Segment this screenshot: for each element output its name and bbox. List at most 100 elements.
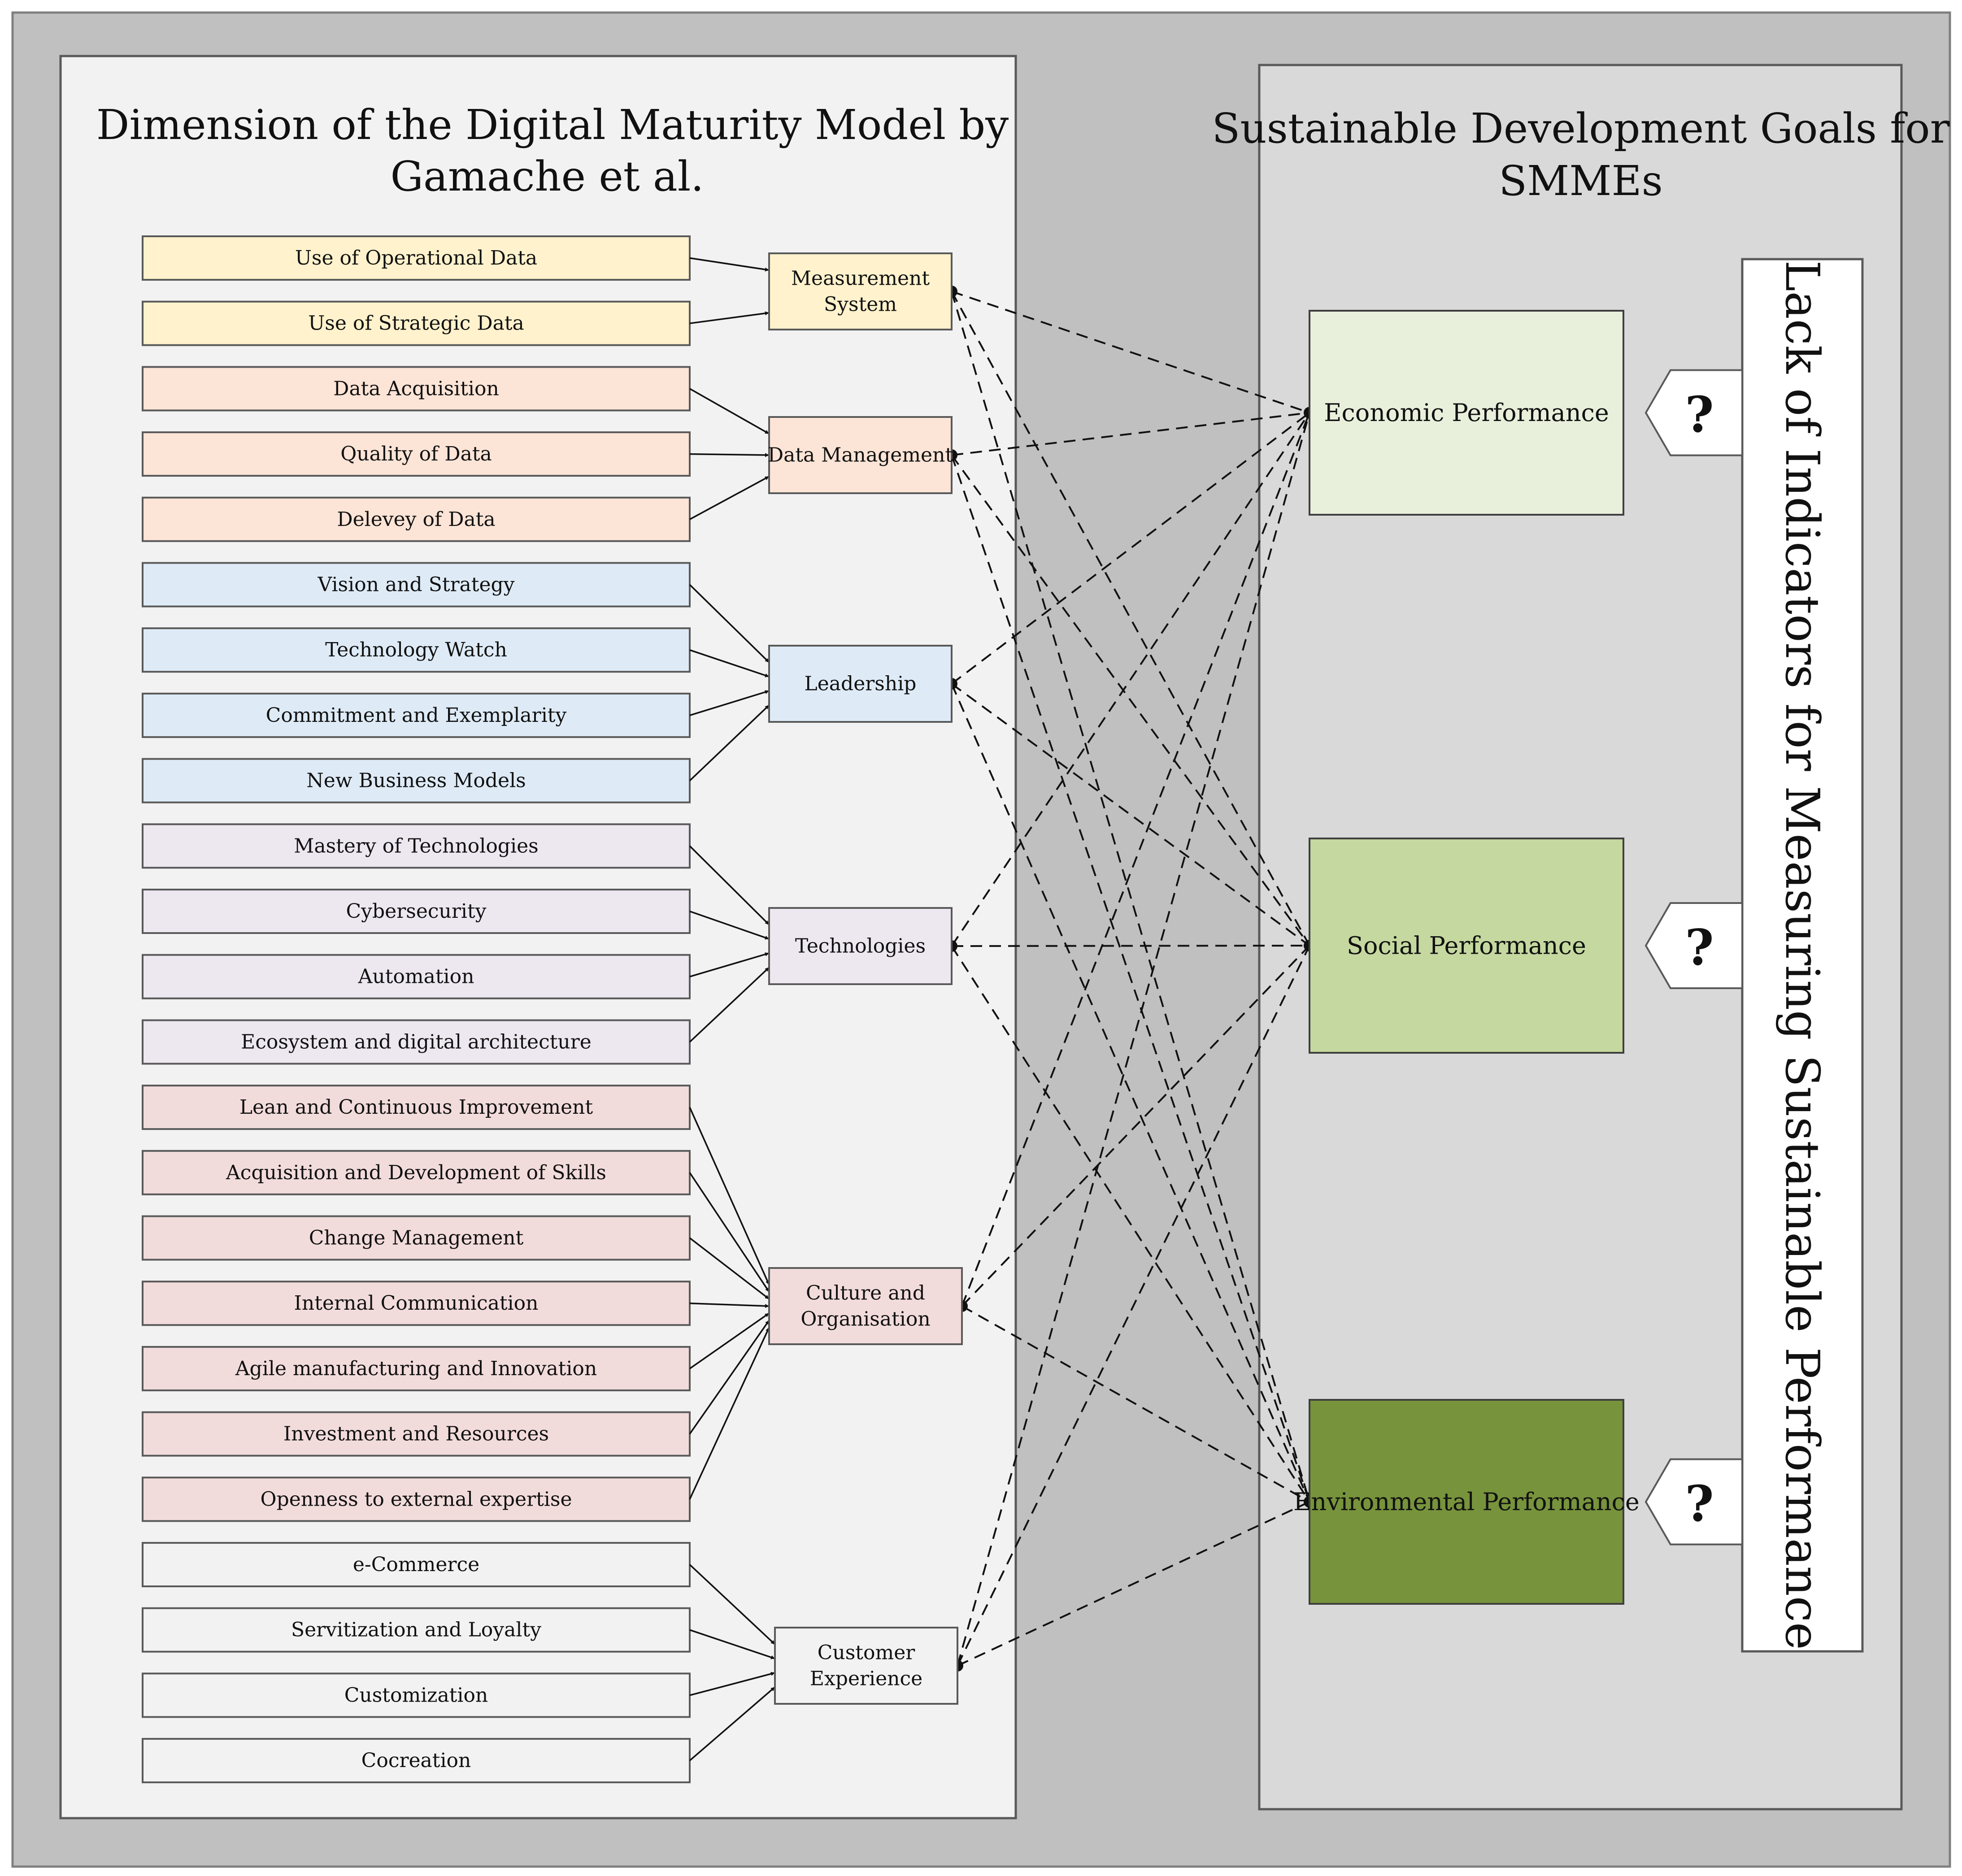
sub-to-dimension-arrow [689, 1312, 770, 1369]
right-panel-title-line-2: SMMEs [1499, 157, 1663, 205]
sub-dimension-box-technology-watch [142, 627, 691, 673]
sub-dimension-box-quality-of-data [142, 431, 691, 477]
dimension-to-goal-connector [951, 412, 1310, 456]
sub-dimension-box-data-acquisition [142, 366, 691, 412]
sub-dimension-label: Mastery of Technologies [294, 834, 538, 857]
sub-to-dimension-arrow [689, 1172, 770, 1293]
sub-dimension-label: Data Acquisition [333, 377, 499, 400]
dimension-to-goal-connector [951, 945, 1310, 1503]
dimension-to-goal-connector [951, 291, 1310, 946]
dimension-label: Culture and [806, 1282, 925, 1305]
dimension-to-goal-connector [961, 945, 1310, 1307]
goal-box-environmental-performance [1309, 1399, 1624, 1605]
sub-dimension-box-e-commerce [142, 1542, 691, 1587]
sub-dimension-label: Vision and Strategy [317, 573, 514, 596]
sub-to-dimension-arrow [689, 453, 770, 457]
sub-to-dimension-arrow [689, 476, 770, 520]
sub-dimension-box-use-of-strategic-data [142, 300, 691, 346]
question-mark: ? [1685, 919, 1714, 977]
sub-dimension-box-servitization-and-loyalty [142, 1607, 691, 1653]
dimension-box-data-management [768, 416, 953, 494]
sub-dimension-box-investment-and-resources [142, 1411, 691, 1457]
sub-to-dimension-arrow [689, 704, 770, 782]
dimension-to-goal-connector [957, 945, 1310, 1666]
sub-dimension-label: Commitment and Exemplarity [266, 704, 567, 727]
sub-dimension-box-use-of-operational-data [142, 235, 691, 281]
lack-of-indicators-box [1741, 258, 1864, 1653]
sub-dimension-box-openness-to-external-expertise [142, 1476, 691, 1522]
sub-dimension-label: Change Management [309, 1227, 524, 1250]
dimension-to-goal-connector [951, 412, 1310, 947]
dimension-to-goal-connector [951, 683, 1310, 1503]
dimension-label: Leadership [805, 673, 917, 695]
sub-to-dimension-arrow [689, 1302, 770, 1308]
sub-to-dimension-arrow [689, 967, 770, 1043]
dimension-to-goal-connector [957, 412, 1310, 1666]
sub-to-dimension-arrow [689, 584, 770, 663]
dimension-box-culture-and-organisation [768, 1267, 963, 1345]
sub-dimension-label: e-Commerce [353, 1553, 479, 1576]
sub-to-dimension-arrow [689, 1107, 770, 1285]
sub-to-dimension-arrow [689, 388, 770, 434]
sub-dimension-label: Cocreation [361, 1749, 471, 1772]
left-panel-title-line-1: Dimension of the Digital Maturity Model … [96, 101, 1009, 149]
dimension-label: Data Management [768, 444, 953, 467]
sub-dimension-label: Use of Strategic Data [308, 312, 524, 335]
sub-to-dimension-arrow [689, 690, 770, 717]
dimension-to-goal-connector [951, 291, 1310, 414]
goal-label: Social Performance [1347, 932, 1586, 960]
sub-to-dimension-arrow [689, 257, 770, 272]
sub-dimension-box-lean-and-continuous-improvement [142, 1085, 691, 1130]
sub-dimension-label: Quality of Data [340, 443, 492, 465]
sub-dimension-box-cybersecurity [142, 889, 691, 934]
sub-dimension-box-automation [142, 954, 691, 999]
sub-dimension-label: Agile manufacturing and Innovation [235, 1357, 597, 1380]
sub-dimension-label: Openness to external expertise [261, 1488, 572, 1511]
sub-dimension-label: Internal Communication [294, 1292, 539, 1315]
dimension-to-goal-connector [951, 455, 1310, 1503]
goal-box-social-performance [1309, 838, 1624, 1054]
sub-dimension-label: Ecosystem and digital architecture [241, 1030, 592, 1053]
sub-to-dimension-arrow [689, 1672, 775, 1696]
dimension-label: Experience [810, 1668, 922, 1690]
goal-label: Environmental Performance [1293, 1488, 1640, 1516]
sub-dimension-box-acquisition-and-development-of-skills [142, 1150, 691, 1195]
sub-to-dimension-arrow [689, 1327, 770, 1500]
sub-to-dimension-arrow [689, 649, 770, 677]
dimension-label: Technologies [795, 935, 926, 958]
sub-dimension-box-delevey-of-data [142, 496, 691, 542]
dimension-to-goal-connector [957, 1501, 1310, 1667]
dimension-label: System [824, 293, 897, 316]
sub-dimension-box-customization [142, 1672, 691, 1718]
question-mark: ? [1685, 386, 1714, 443]
question-callout [1644, 1458, 1743, 1546]
sub-dimension-box-ecosystem-and-digital-architecture [142, 1019, 691, 1065]
sub-to-dimension-arrow [689, 1629, 775, 1659]
sub-dimension-label: Customization [344, 1684, 488, 1707]
dimension-to-goal-connector [961, 1305, 1310, 1503]
dimension-box-technologies [768, 907, 953, 985]
question-mark: ? [1685, 1475, 1714, 1533]
sub-dimension-label: Technology Watch [325, 638, 507, 661]
sub-dimension-label: Servitization and Loyalty [291, 1619, 541, 1642]
dimension-to-goal-connector [951, 454, 1310, 947]
sub-dimension-label: Acquisition and Development of Skills [226, 1161, 606, 1184]
goal-label: Economic Performance [1324, 399, 1609, 427]
right-panel-title-line-1: Sustainable Development Goals for [1212, 104, 1949, 152]
sub-dimension-label: New Business Models [306, 769, 526, 792]
sub-dimension-box-agile-manufacturing-and-innovation [142, 1346, 691, 1391]
sub-to-dimension-arrow [689, 910, 770, 940]
question-callout [1644, 369, 1743, 456]
sub-dimension-label: Lean and Continuous Improvement [239, 1096, 593, 1119]
dimension-to-goal-connector [961, 412, 1310, 1307]
sub-dimension-box-vision-and-strategy [142, 562, 691, 608]
sub-to-dimension-arrow [689, 952, 770, 977]
sub-to-dimension-arrow [689, 1564, 776, 1645]
dimension-label: Customer [818, 1642, 916, 1664]
sub-dimension-label: Cybersecurity [346, 900, 486, 923]
dimension-label: Organisation [800, 1308, 930, 1331]
connector-layer [946, 286, 1315, 1672]
dimension-box-leadership [768, 645, 953, 723]
